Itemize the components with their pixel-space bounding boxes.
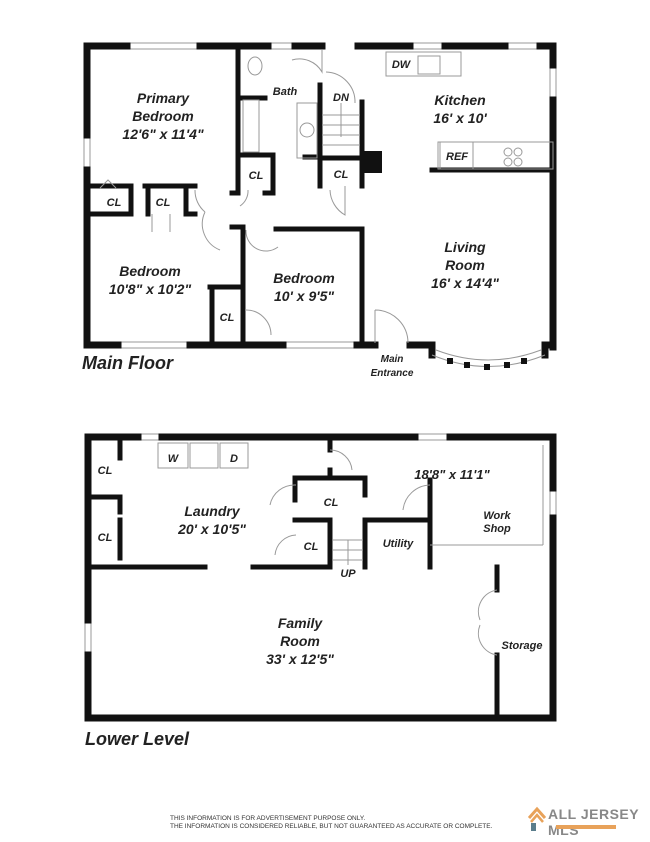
kitchen-name: Kitchen <box>434 92 485 108</box>
main-floor-plan <box>83 42 557 370</box>
primary-bedroom-size: 12'6" x 11'4" <box>122 126 204 142</box>
closet-label: CL <box>98 465 113 477</box>
refrigerator-label: REF <box>446 151 468 163</box>
workshop-name1: Work <box>483 510 511 522</box>
bedroom-b-size: 10' x 9'5" <box>274 288 334 304</box>
dryer-label: D <box>230 453 238 465</box>
workshop-name2: Shop <box>483 523 511 535</box>
family-room-name2: Room <box>280 633 320 649</box>
utility-label: Utility <box>383 538 414 550</box>
bedroom-a-name: Bedroom <box>119 263 180 279</box>
closet-label: CL <box>98 532 113 544</box>
living-room-size: 16' x 14'4" <box>431 275 499 291</box>
logo-text: ALL JERSEY MLS <box>548 806 639 838</box>
living-room-name2: Room <box>445 257 485 273</box>
closet-label: CL <box>220 312 235 324</box>
bath-label: Bath <box>273 86 298 98</box>
house-icon <box>528 806 546 831</box>
closet-label: CL <box>249 170 264 182</box>
closet-label: CL <box>324 497 339 509</box>
family-room-size: 33' x 12'5" <box>266 651 334 667</box>
closet-label: CL <box>107 197 122 209</box>
storage-label: Storage <box>502 640 543 652</box>
kitchen-size: 16' x 10' <box>433 110 487 126</box>
workshop-size: 18'8" x 11'1" <box>414 467 490 482</box>
primary-bedroom-name2: Bedroom <box>132 108 193 124</box>
family-room-name1: Family <box>278 615 324 631</box>
dishwasher-label: DW <box>392 59 412 71</box>
main-entrance-label1: Main <box>381 354 404 365</box>
lower-level-plan <box>84 433 557 722</box>
laundry-name: Laundry <box>184 503 240 519</box>
bedroom-a-size: 10'8" x 10'2" <box>109 281 192 297</box>
bedroom-b-name: Bedroom <box>273 270 334 286</box>
stairs-up-label: UP <box>340 568 356 580</box>
closet-label: CL <box>156 197 171 209</box>
main-floor-title: Main Floor <box>82 353 174 373</box>
all-jersey-mls-logo: ALL JERSEY MLS <box>528 806 643 838</box>
lower-level-title: Lower Level <box>85 729 190 749</box>
primary-bedroom-name1: Primary <box>137 90 190 106</box>
laundry-size: 20' x 10'5" <box>177 521 246 537</box>
main-entrance-label2: Entrance <box>371 368 414 379</box>
closet-label: CL <box>334 169 349 181</box>
stairs-down-label: DN <box>333 92 350 104</box>
living-room-name1: Living <box>444 239 486 255</box>
disclaimer-line-2: THE INFORMATION IS CONSIDERED RELIABLE, … <box>170 823 493 830</box>
disclaimer-line-1: THIS INFORMATION IS FOR ADVERTISEMENT PU… <box>170 815 366 822</box>
washer-label: W <box>168 453 180 465</box>
closet-label: CL <box>304 541 319 553</box>
